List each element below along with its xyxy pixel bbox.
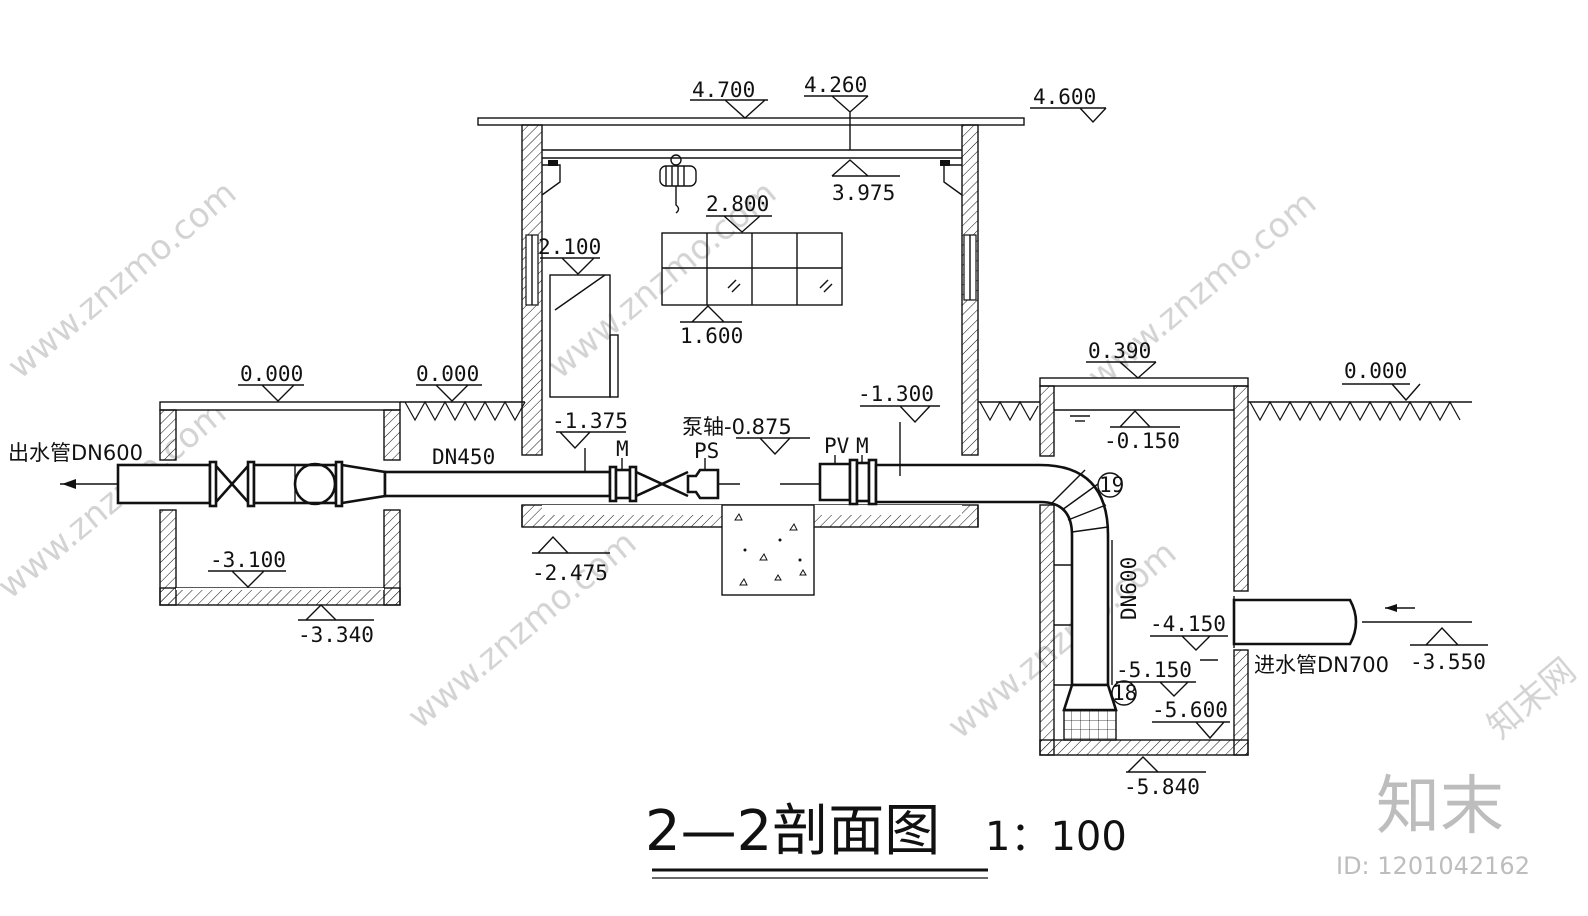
elev-ground-left-b: 0.000 xyxy=(416,362,479,386)
outlet-pipe xyxy=(116,463,212,505)
roof-slab xyxy=(477,117,1025,126)
label-suction-dn600: DN600 xyxy=(1117,557,1141,620)
elev-well-floor-top: -5.600 xyxy=(1152,698,1228,722)
label-branch-dn450: DN450 xyxy=(432,445,495,469)
instrument-tags: M PS PV M 19 18 xyxy=(616,434,1137,706)
elev-bellmouth: -5.150 xyxy=(1116,658,1192,682)
elev-pump-room-floor: -2.475 xyxy=(532,561,608,585)
watermark-site-3: www.znzmo.com xyxy=(1080,183,1324,397)
title-main: 2—2剖面图 xyxy=(645,799,940,864)
ground-lines xyxy=(400,400,1472,422)
valve-pit xyxy=(159,401,401,606)
elev-valve-pit-floor-bottom: -3.340 xyxy=(298,623,374,647)
elev-ground-left-a: 0.000 xyxy=(240,362,303,386)
suction-pipe xyxy=(874,463,1110,687)
wet-well xyxy=(1039,377,1249,756)
elev-parapet: 4.600 xyxy=(1033,85,1096,109)
elev-crane-bottom: 3.975 xyxy=(832,181,895,205)
elev-outlet-axis: -1.375 xyxy=(552,409,628,433)
brand-logo: 知末 xyxy=(1376,770,1504,844)
elev-pump-axis: 泵轴-0.875 xyxy=(682,415,792,439)
label-outlet-pipe: 出水管DN600 xyxy=(8,441,143,465)
elev-inlet-ground: -3.550 xyxy=(1410,650,1486,674)
elev-inlet-invert: -4.150 xyxy=(1150,612,1226,636)
elevation-markers: 4.700 4.260 4.600 3.975 2.800 1.600 2.10… xyxy=(208,73,1488,799)
tag-ps: PS xyxy=(694,439,719,463)
control-cabinet xyxy=(549,274,619,398)
tag-m-right: M xyxy=(856,434,869,458)
elev-ground-right: 0.000 xyxy=(1344,359,1407,383)
inlet-pipe xyxy=(1232,598,1358,646)
brand-id: ID: 1201042162 xyxy=(1336,852,1530,880)
label-inlet-pipe: 进水管DN700 xyxy=(1254,653,1389,677)
elev-wet-well-top: 0.390 xyxy=(1088,339,1151,363)
elev-well-floor-bottom: -5.840 xyxy=(1124,775,1200,799)
title-scale: 1：100 xyxy=(985,814,1127,860)
elev-window-top: 2.800 xyxy=(706,192,769,216)
brand-mark: 知末 ID: 1201042162 xyxy=(1336,770,1530,880)
piping xyxy=(60,458,1472,741)
pump-foundation xyxy=(721,504,815,596)
hoist-icon xyxy=(659,154,697,214)
callout-19: 19 xyxy=(1099,473,1124,497)
watermark-brand-net: 知末网 xyxy=(1480,651,1584,747)
elev-crane-rail: 4.260 xyxy=(804,73,867,97)
tag-pv: PV xyxy=(824,434,850,458)
elev-door-top: 2.100 xyxy=(538,235,601,259)
window-elevation xyxy=(661,232,843,306)
watermark-site-1: www.znzmo.com xyxy=(0,173,244,387)
callout-18: 18 xyxy=(1112,681,1137,705)
branch-pipe-dn450 xyxy=(383,470,612,498)
elev-water-level: -0.150 xyxy=(1104,429,1180,453)
elev-inlet-axis: -1.300 xyxy=(858,382,934,406)
elev-valve-pit-floor-top: -3.100 xyxy=(210,548,286,572)
pipe-labels: 出水管DN600 DN450 DN600 进水管DN700 xyxy=(8,441,1389,677)
elev-roof-top: 4.700 xyxy=(692,78,755,102)
tag-m-left: M xyxy=(616,437,629,461)
elev-window-bottom: 1.600 xyxy=(680,324,743,348)
drawing-title: 2—2剖面图 1：100 xyxy=(645,799,1127,879)
watermark-site-5: www.znzmo.com xyxy=(400,523,644,737)
